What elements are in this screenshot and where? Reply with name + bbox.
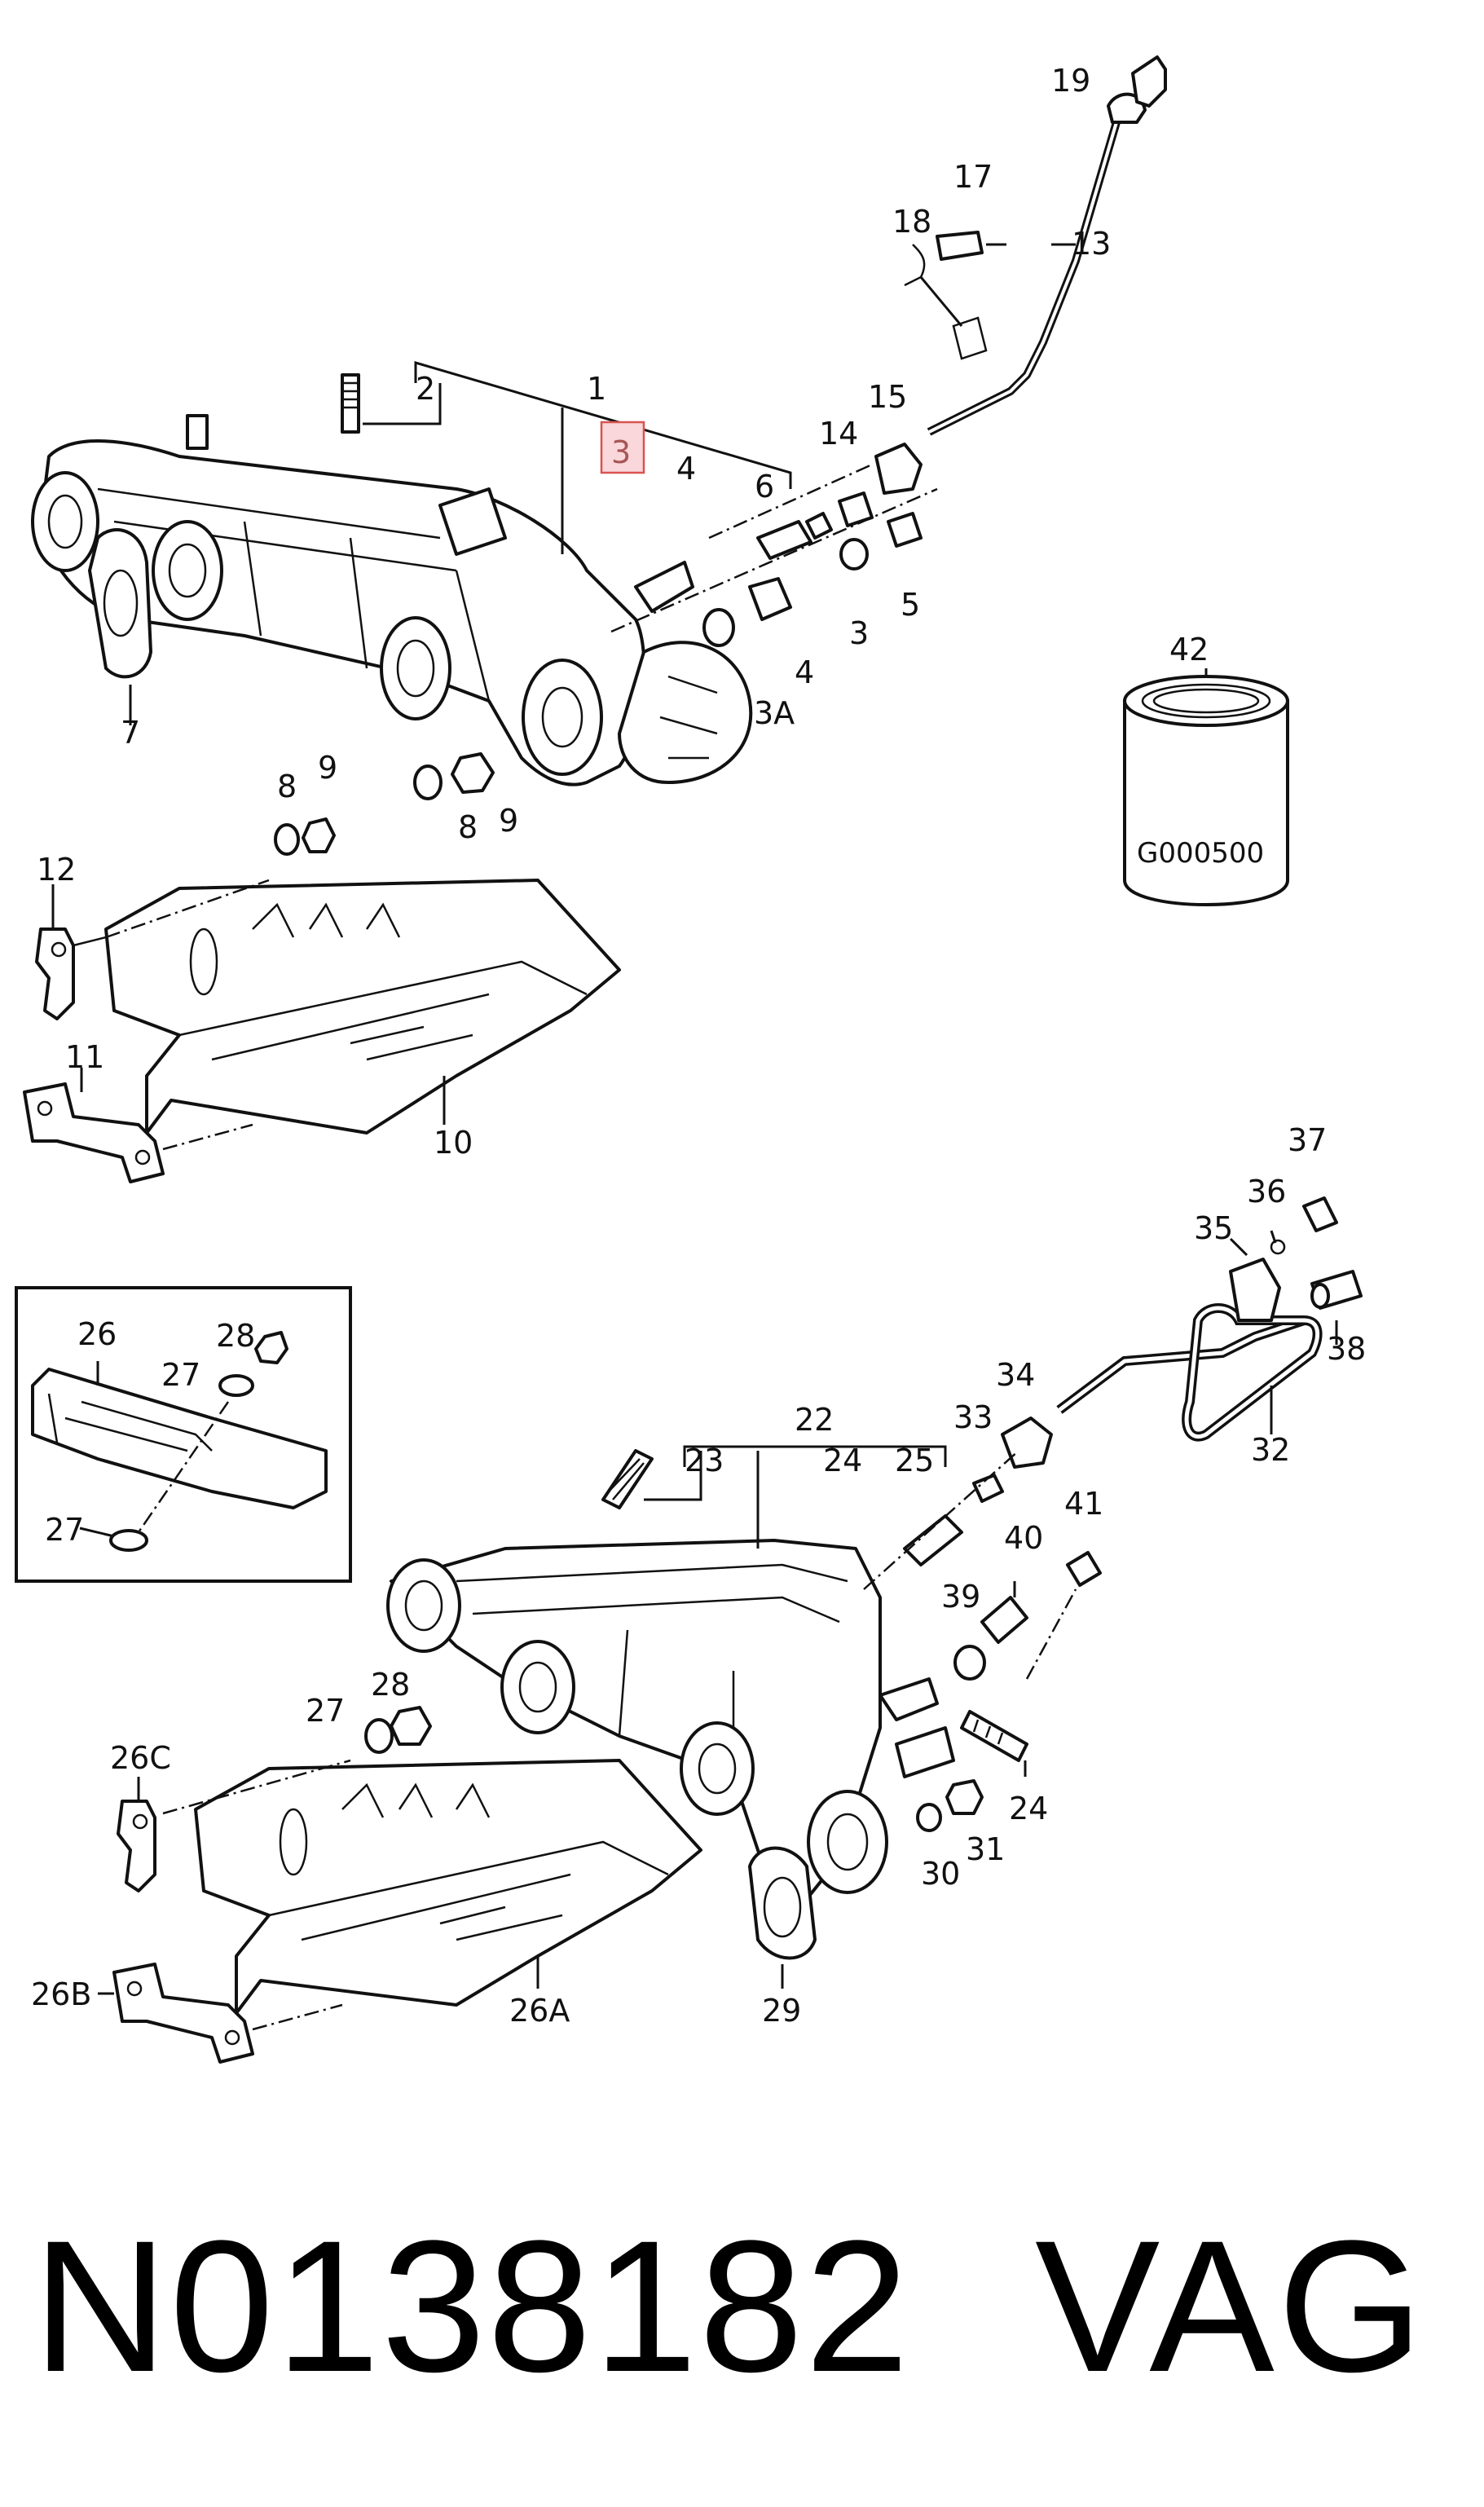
inset-box: [15, 1286, 352, 1583]
label-39: 39: [941, 1579, 980, 1615]
label-8-upper: 8: [277, 769, 297, 804]
label-9-upper: 9: [318, 750, 337, 786]
label-8-mid: 8: [458, 809, 478, 845]
label-15: 15: [868, 379, 907, 415]
heat-shield-26A: [194, 1759, 702, 2015]
highlight-box: [600, 421, 645, 474]
label-3: 3: [611, 434, 631, 470]
label-3A: 3A: [754, 695, 795, 731]
label-11: 11: [65, 1039, 104, 1075]
upper-exhaust-manifold: [31, 414, 753, 786]
brand-name: VAG: [1035, 2201, 1427, 2411]
label-18: 18: [892, 204, 931, 240]
gasket-7: [88, 528, 152, 725]
stud-24-washer-30-nut-31: [916, 1710, 1028, 1832]
label-28-inset: 28: [216, 1318, 255, 1354]
label-27-inset-top: 27: [161, 1357, 200, 1393]
part-number: N0138182: [33, 2201, 911, 2411]
label-33: 33: [953, 1399, 993, 1435]
label-4-lower: 4: [795, 654, 814, 690]
label-31: 31: [966, 1831, 1005, 1867]
assembly-bracket-22: [683, 1445, 947, 1549]
fittings-39-40-41: [953, 1551, 1102, 1681]
label-37: 37: [1288, 1122, 1327, 1158]
label-2: 2: [416, 371, 435, 407]
clamp-35-bolt-37-union-38: [1229, 1196, 1363, 1345]
assembly-bracket-1: [414, 360, 792, 554]
bracket-26B: [98, 1963, 343, 2064]
exploded-parts-diagram: 1 2 3 4 6 14 15 5 3 4 3A 7 8 9 8 9 12 11…: [15, 55, 1366, 2064]
washer-nut-27-28-lower: [364, 1706, 432, 1754]
label-17: 17: [953, 159, 993, 195]
bracket-11: [23, 1068, 253, 1183]
label-9-mid: 9: [499, 803, 518, 839]
callout-labels: 1 2 3 4 6 14 15 5 3 4 3A 7 8 9 8 9 12 11…: [31, 63, 1366, 2029]
fittings-lower: [863, 1417, 1053, 1590]
label-26B: 26B: [31, 1976, 91, 2012]
label-40: 40: [1004, 1520, 1043, 1556]
label-26C: 26C: [110, 1740, 171, 1776]
label-1: 1: [587, 371, 606, 407]
heat-shield-10: [104, 879, 621, 1135]
fittings-upper: [610, 443, 938, 647]
label-41: 41: [1064, 1486, 1103, 1522]
label-26A: 26A: [509, 1993, 570, 2029]
oil-pipe-13: [904, 55, 1167, 436]
bracket-12: [35, 879, 270, 1020]
oil-pipe-32: [1056, 1303, 1323, 1442]
label-35: 35: [1194, 1210, 1233, 1246]
footer: N0138182 VAG: [0, 2184, 1484, 2429]
label-14: 14: [819, 416, 858, 452]
label-28-lower: 28: [371, 1667, 410, 1703]
label-29: 29: [762, 1993, 801, 2029]
label-36: 36: [1247, 1174, 1286, 1209]
label-5: 5: [901, 587, 920, 623]
gasket-29: [748, 1846, 817, 1989]
label-7: 7: [121, 715, 140, 751]
oil-filter-42: [1123, 668, 1289, 906]
label-25: 25: [895, 1443, 934, 1478]
label-6: 6: [755, 469, 774, 504]
label-32: 32: [1251, 1432, 1290, 1468]
washer-nut-8-9-upper: [274, 752, 495, 856]
label-23: 23: [685, 1443, 724, 1478]
lower-exhaust-manifold: [386, 1539, 955, 1901]
label-42: 42: [1169, 632, 1209, 668]
label-30: 30: [921, 1856, 960, 1892]
bracket-26C: [117, 1759, 351, 1892]
label-4: 4: [676, 451, 696, 487]
label-24-lower: 24: [1009, 1791, 1048, 1826]
stud-23: [601, 1449, 702, 1509]
stud-2: [341, 373, 442, 434]
filter-label: G000500: [1137, 837, 1264, 870]
label-13: 13: [1072, 226, 1111, 262]
label-27-inset-bottom: 27: [45, 1512, 84, 1548]
label-26-inset: 26: [77, 1316, 117, 1352]
label-3-lower: 3: [849, 615, 869, 651]
label-19: 19: [1051, 63, 1090, 99]
label-34: 34: [996, 1357, 1035, 1393]
label-38: 38: [1327, 1331, 1366, 1367]
label-24-upper: 24: [823, 1443, 862, 1478]
label-27-lower: 27: [306, 1693, 345, 1729]
label-22: 22: [795, 1402, 834, 1438]
label-10: 10: [434, 1125, 473, 1161]
label-12: 12: [37, 852, 76, 888]
